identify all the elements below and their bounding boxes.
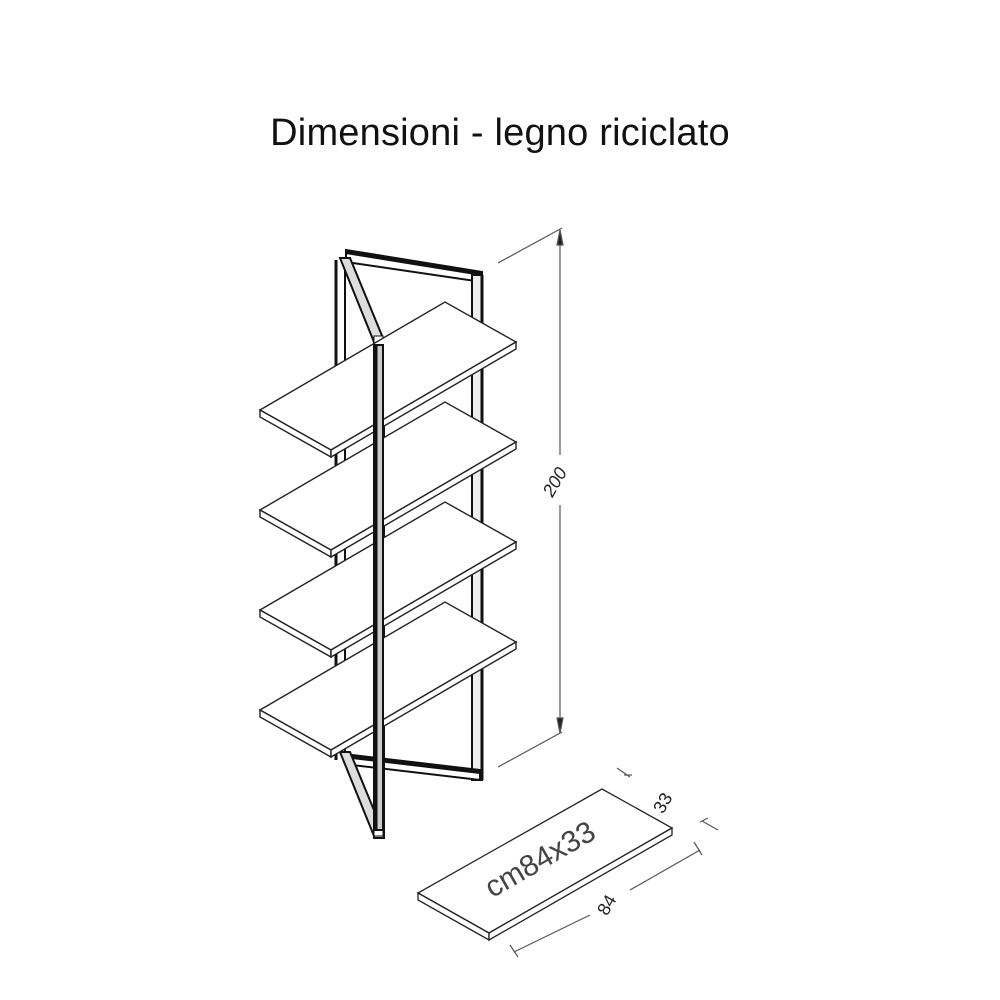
page-title: Dimensioni - legno riciclato: [270, 112, 730, 154]
width-label: 84: [593, 891, 620, 918]
shelf-detail: [416, 788, 674, 942]
width-dimension: [509, 841, 703, 958]
depth-dimension: [616, 767, 719, 831]
depth-label: 33: [649, 789, 676, 816]
height-label: 200: [538, 464, 571, 501]
height-dimension: [497, 227, 564, 768]
